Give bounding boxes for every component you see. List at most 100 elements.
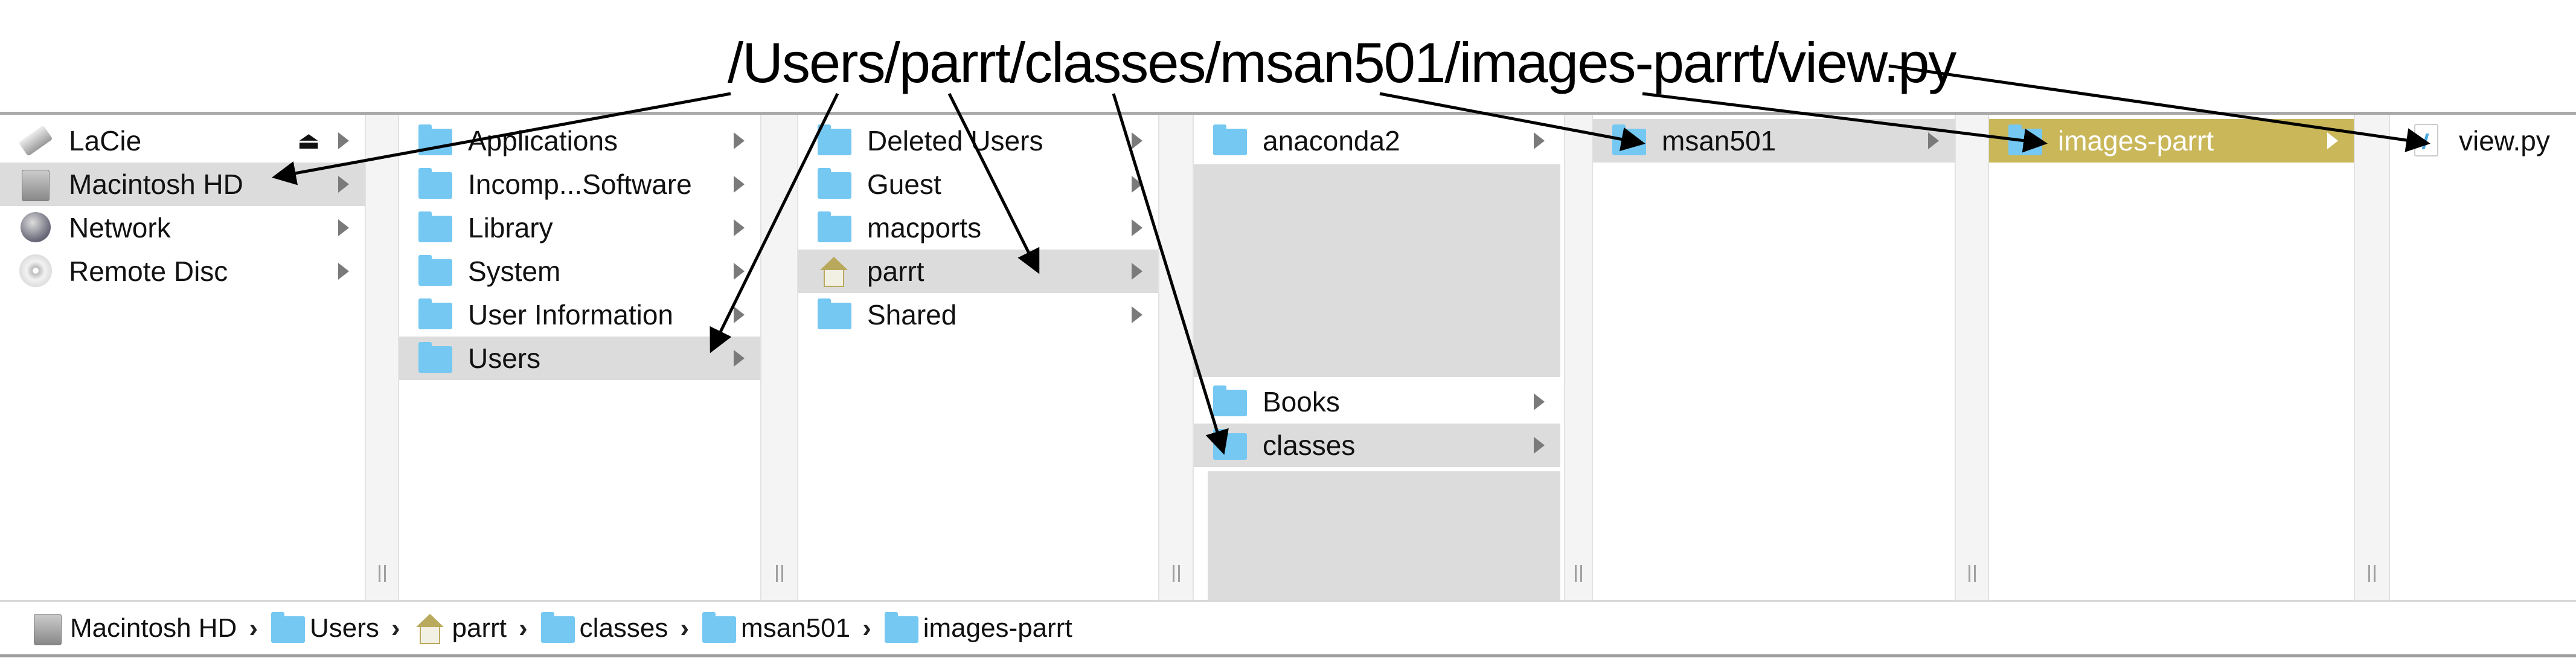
list-item-anaconda2[interactable]: anaconda2 — [1194, 119, 1560, 163]
list-item-library[interactable]: Library — [399, 206, 760, 250]
path-separator-icon: › — [391, 613, 400, 643]
item-label: Library — [468, 212, 553, 243]
chevron-right-icon — [1534, 393, 1545, 410]
chevron-right-icon — [734, 132, 745, 149]
list-item-incomp-software[interactable]: Incomp...Software — [399, 163, 760, 206]
list-item-lacie[interactable]: LaCie ⏏ — [0, 119, 365, 163]
path-crumb-parrt[interactable]: parrt› — [412, 611, 540, 645]
list-item-parrt[interactable]: parrt — [798, 250, 1158, 293]
folder-icon — [816, 124, 853, 158]
column-7: view.py — [2390, 115, 2576, 600]
chevron-right-icon — [734, 219, 745, 236]
list-item-user-information[interactable]: User Information — [399, 293, 760, 337]
item-label: System — [468, 256, 561, 287]
list-item-network[interactable]: Network — [0, 206, 365, 250]
folder-alias-icon — [417, 298, 453, 332]
folder-icon — [417, 124, 453, 158]
path-crumb-msan501[interactable]: msan501 › — [701, 611, 883, 645]
item-label: Users — [468, 343, 541, 374]
crumb-label: msan501 — [741, 613, 851, 643]
path-separator-icon: › — [680, 613, 690, 643]
folder-icon — [883, 611, 918, 645]
chevron-right-icon — [338, 263, 349, 280]
list-item-deleted-users[interactable]: Deleted Users — [798, 119, 1158, 163]
crumb-label: Macintosh HD — [70, 613, 237, 643]
disc-icon — [18, 254, 54, 288]
folder-icon — [816, 167, 853, 201]
resize-grip-icon[interactable] — [378, 565, 386, 582]
hard-drive-icon — [18, 167, 54, 201]
item-label: Books — [1263, 386, 1340, 417]
chevron-right-icon — [338, 219, 349, 236]
item-label: LaCie — [69, 125, 142, 156]
chevron-right-icon — [734, 263, 745, 280]
resize-grip-icon[interactable] — [1172, 565, 1180, 582]
list-item-images-parrt[interactable]: images-parrt — [1989, 119, 2354, 163]
list-item-guest[interactable]: Guest — [798, 163, 1158, 206]
external-drive-icon — [18, 124, 54, 158]
list-item-applications[interactable]: Applications — [399, 119, 760, 163]
item-label: Incomp...Software — [468, 169, 692, 200]
column-5: msan501 — [1593, 115, 1955, 600]
chevron-right-icon — [734, 176, 745, 193]
item-label: Applications — [468, 125, 618, 156]
path-crumb-classes[interactable]: classes› — [540, 611, 701, 645]
list-item-classes[interactable]: classes — [1194, 424, 1560, 467]
chevron-right-icon — [734, 350, 745, 367]
list-item-msan501[interactable]: msan501 — [1593, 119, 1955, 163]
path-crumb-macintosh-hd[interactable]: Macintosh HD› — [30, 611, 270, 645]
list-item-books[interactable]: Books — [1194, 380, 1560, 424]
column-resize-divider[interactable] — [1564, 115, 1593, 600]
folder-icon — [417, 254, 453, 288]
folder-icon — [1611, 124, 1647, 158]
path-crumb-users[interactable]: Users › — [270, 611, 412, 645]
column-resize-divider[interactable] — [2354, 115, 2390, 600]
resize-grip-icon[interactable] — [775, 565, 783, 582]
eject-icon[interactable]: ⏏ — [297, 127, 320, 154]
list-item-macports[interactable]: macports — [798, 206, 1158, 250]
list-item-users[interactable]: Users — [399, 337, 760, 380]
column-resize-divider[interactable] — [760, 115, 798, 600]
list-item-remote-disc[interactable]: Remote Disc — [0, 250, 365, 293]
list-item-view-py[interactable]: view.py — [2390, 119, 2576, 163]
folder-icon — [2007, 124, 2043, 158]
redacted-region — [1208, 471, 1560, 600]
list-item-macintosh-hd[interactable]: Macintosh HD — [0, 163, 365, 206]
item-label: view.py — [2459, 125, 2550, 156]
crumb-label: images-parrt — [923, 613, 1072, 643]
crumb-label: Users — [309, 613, 379, 643]
column-resize-divider[interactable] — [1955, 115, 1989, 600]
chevron-right-icon — [1132, 219, 1142, 236]
folder-icon — [816, 211, 853, 245]
folder-icon — [417, 167, 453, 201]
item-label: Network — [69, 212, 171, 243]
chevron-right-icon — [1132, 263, 1142, 280]
chevron-right-icon — [1132, 176, 1142, 193]
chevron-right-icon — [1132, 132, 1142, 149]
path-crumb-images-parrt[interactable]: images-parrt — [883, 611, 1072, 645]
chevron-right-icon — [734, 306, 745, 323]
chevron-right-icon — [1534, 437, 1545, 454]
column-resize-divider[interactable] — [1158, 115, 1194, 600]
resize-grip-icon[interactable] — [2368, 565, 2376, 582]
path-separator-icon: › — [862, 613, 871, 643]
column-resize-divider[interactable] — [365, 115, 399, 600]
folder-icon — [1212, 428, 1248, 462]
item-label: macports — [867, 212, 982, 243]
list-item-shared[interactable]: Shared — [798, 293, 1158, 337]
folder-icon — [816, 298, 853, 332]
resize-grip-icon[interactable] — [1575, 565, 1582, 582]
item-label: Shared — [867, 299, 957, 330]
item-label: parrt — [867, 256, 924, 287]
folder-icon — [701, 611, 737, 645]
hard-drive-icon — [30, 611, 63, 645]
list-item-system[interactable]: System — [399, 250, 760, 293]
folder-icon — [417, 341, 453, 375]
resize-grip-icon[interactable] — [1968, 565, 1976, 582]
item-label: Deleted Users — [867, 125, 1043, 156]
path-bar: Macintosh HD›Users›parrt›classes›msan501… — [0, 600, 2576, 657]
folder-icon — [1212, 124, 1248, 158]
